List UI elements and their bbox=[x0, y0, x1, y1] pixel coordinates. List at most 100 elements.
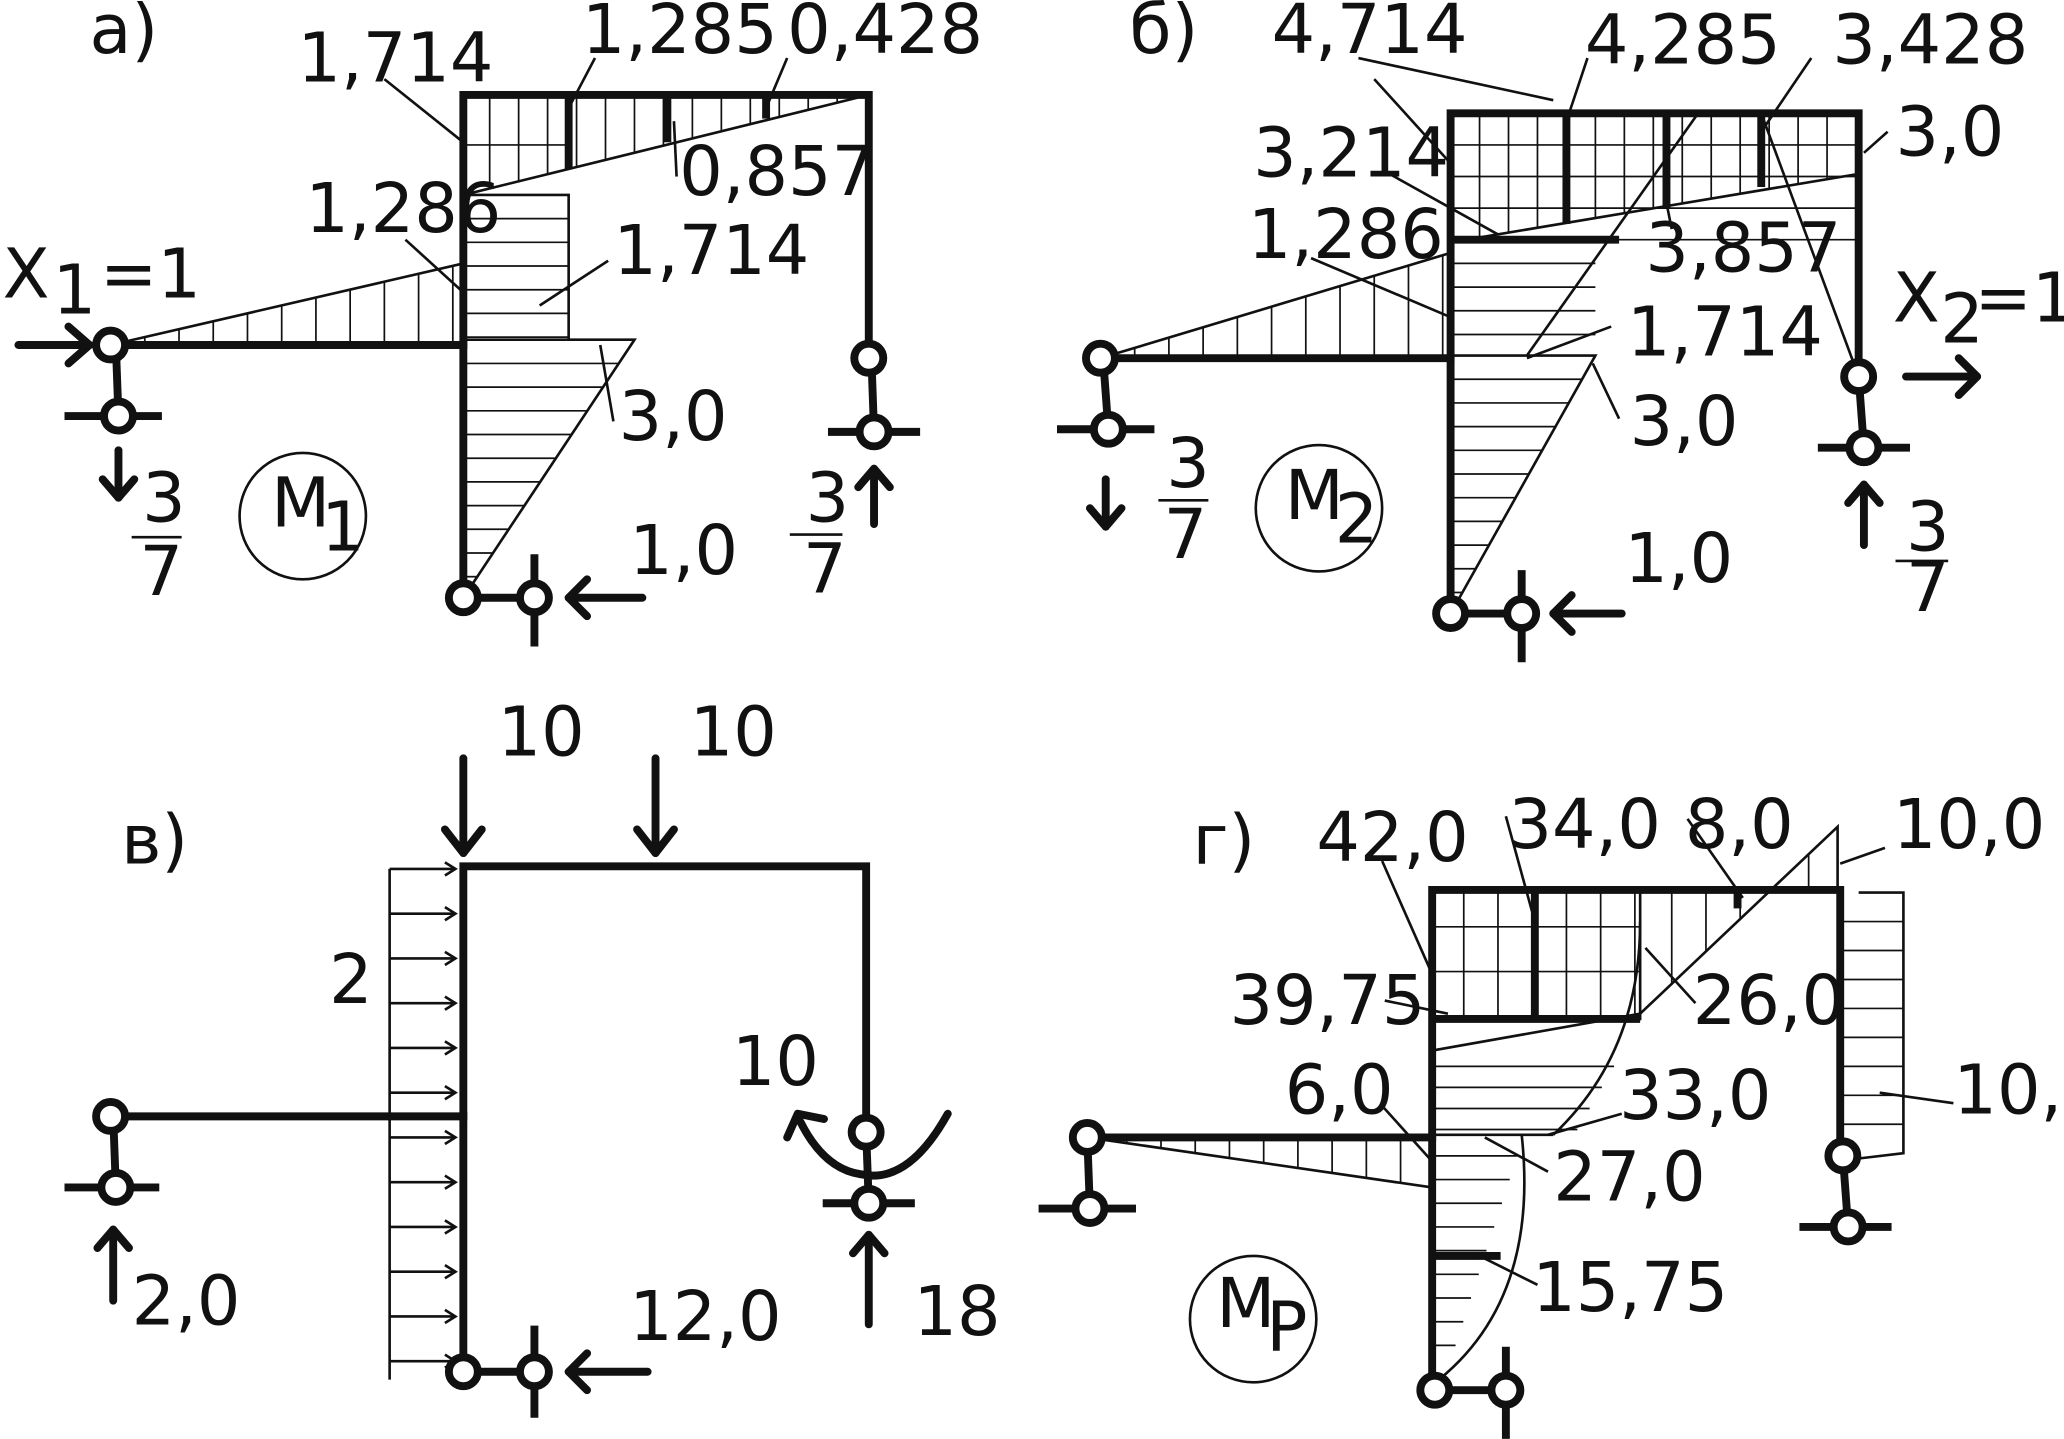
mp-right-column-diagram bbox=[1858, 891, 1905, 1160]
m2-unit-force-sub: 2 bbox=[1940, 279, 1984, 359]
m2-bottom-reaction-value: 1,0 bbox=[1624, 519, 1733, 599]
mp-beam-triangle bbox=[1639, 823, 1839, 1015]
mp-frame bbox=[1428, 886, 1845, 1395]
mp-value-100-top: 10,0 bbox=[1893, 785, 2045, 865]
m1-right-reaction-arrow bbox=[854, 464, 894, 528]
m1-left-reaction-arrow bbox=[98, 446, 139, 502]
m2-value-1286: 1,286 bbox=[1248, 195, 1444, 275]
m1-value-1286: 1,286 bbox=[305, 169, 501, 249]
distributed-load-value: 2 bbox=[329, 940, 373, 1020]
mp-badge-circle bbox=[1188, 1254, 1318, 1384]
mp-left-support bbox=[1038, 1119, 1136, 1227]
m1-hatching bbox=[143, 94, 839, 578]
m2-unit-force-eq: =1 bbox=[1974, 258, 2064, 338]
m2-right-reaction-arrow bbox=[1844, 480, 1884, 550]
distributed-load-arrowhead bbox=[444, 1040, 458, 1056]
m2-value-30-top: 3,0 bbox=[1896, 92, 2005, 172]
m2-value-4285: 4,285 bbox=[1585, 0, 1781, 80]
m1-unit-force-name: X bbox=[3, 235, 50, 315]
distributed-load-arrowhead bbox=[444, 1219, 458, 1235]
mp-value-1575: 15,75 bbox=[1532, 1248, 1728, 1328]
m1-unit-force-arrow bbox=[14, 322, 94, 368]
m1-value-1714-mid: 1,714 bbox=[613, 211, 809, 291]
m1-bottom-support bbox=[444, 554, 553, 647]
m2-value-3857: 3,857 bbox=[1645, 208, 1841, 288]
mp-value-420: 42,0 bbox=[1316, 798, 1468, 878]
m2-badge-name: M bbox=[1285, 456, 1344, 536]
m1-right-reaction-den: 7 bbox=[803, 529, 847, 609]
m2-left-reaction-den: 7 bbox=[1164, 495, 1208, 575]
m1-right-reaction-num: 3 bbox=[806, 458, 850, 538]
point-load-1-arrow bbox=[440, 754, 486, 858]
panel-c: в) 2 10 10 10 bbox=[64, 693, 1001, 1418]
m2-column-lower-diagram bbox=[1449, 354, 1598, 615]
load-right-reaction-arrow bbox=[849, 1230, 889, 1329]
m2-frame bbox=[1446, 109, 1863, 618]
m2-value-3428: 3,428 bbox=[1832, 0, 2028, 80]
distributed-load-arrowhead bbox=[444, 1174, 458, 1190]
point-load-2-value: 10 bbox=[690, 693, 777, 773]
load-bottom-reaction-arrow bbox=[564, 1349, 652, 1395]
distributed-load-arrowhead bbox=[444, 995, 458, 1011]
mp-badge-name: M bbox=[1216, 1264, 1275, 1344]
mp-value-330: 33,0 bbox=[1619, 1056, 1771, 1136]
m2-leaders bbox=[1310, 56, 1889, 420]
m1-bottom-reaction-arrow bbox=[564, 575, 647, 621]
panel-b: б) bbox=[1057, 0, 2064, 663]
m1-column-lower-diagram bbox=[462, 338, 637, 599]
mp-right-support bbox=[1799, 1137, 1892, 1246]
load-bottom-support bbox=[444, 1325, 553, 1418]
panel-a-tag: а) bbox=[90, 0, 159, 70]
m1-unit-force-eq: =1 bbox=[100, 235, 201, 315]
point-load-2-arrow bbox=[633, 754, 678, 858]
m1-left-reaction-den: 7 bbox=[140, 532, 184, 612]
m1-value-30: 3,0 bbox=[619, 377, 728, 457]
load-frame bbox=[459, 862, 871, 1376]
m1-value-0857: 0,857 bbox=[679, 132, 875, 212]
load-left-reaction-value: 2,0 bbox=[132, 1261, 241, 1341]
m1-badge-sub: 1 bbox=[321, 487, 365, 567]
distributed-load-arrowhead bbox=[444, 1084, 458, 1101]
m2-left-reaction-arrow bbox=[1085, 475, 1126, 531]
mp-column-curve-1 bbox=[1552, 921, 1642, 1136]
panel-d-tag: г) bbox=[1193, 801, 1256, 881]
m2-left-beam-diagram bbox=[1100, 251, 1451, 360]
m1-leaders bbox=[383, 57, 789, 422]
m2-value-3214: 3,214 bbox=[1253, 114, 1449, 194]
mp-left-beam-line bbox=[1087, 1136, 1433, 1189]
distributed-load bbox=[388, 861, 458, 1380]
distributed-load-arrowhead bbox=[444, 905, 458, 922]
distributed-load-arrowhead bbox=[444, 861, 458, 877]
m2-value-4714: 4,714 bbox=[1272, 0, 1468, 70]
m2-right-reaction-num: 3 bbox=[1906, 487, 1950, 567]
load-right-reaction-value: 18 bbox=[914, 1272, 1001, 1352]
m1-value-1285: 1,285 bbox=[582, 0, 778, 70]
distributed-load-arrowhead bbox=[444, 1264, 458, 1280]
m2-right-support bbox=[1817, 358, 1910, 467]
distributed-load-arrowhead bbox=[444, 950, 458, 967]
m2-left-support bbox=[1057, 339, 1155, 448]
panel-a: а) bbox=[3, 0, 983, 647]
m1-left-reaction-num: 3 bbox=[142, 458, 186, 538]
m1-value-1714-top: 1,714 bbox=[297, 19, 493, 99]
m2-badge-sub: 2 bbox=[1335, 479, 1379, 559]
mp-value-270: 27,0 bbox=[1553, 1138, 1705, 1218]
mp-value-340: 34,0 bbox=[1509, 785, 1661, 865]
panel-c-tag: в) bbox=[121, 801, 188, 881]
m2-value-30: 3,0 bbox=[1630, 382, 1739, 462]
load-left-reaction-arrow bbox=[93, 1225, 133, 1305]
m2-value-1714: 1,714 bbox=[1627, 293, 1823, 373]
mp-bottom-support bbox=[1416, 1346, 1525, 1439]
m1-left-support bbox=[64, 326, 162, 435]
m1-badge-name: M bbox=[271, 464, 330, 544]
m1-column-upper-diagram bbox=[463, 193, 570, 340]
load-right-support bbox=[822, 1113, 915, 1222]
m1-frame bbox=[459, 90, 873, 602]
m1-right-support bbox=[827, 339, 921, 451]
panel-b-tag: б) bbox=[1129, 0, 1198, 70]
m1-value-0428: 0,428 bbox=[787, 0, 983, 70]
m2-unit-force-arrow bbox=[1902, 354, 1982, 399]
distributed-load-arrowhead bbox=[444, 1308, 458, 1325]
mp-value-60: 6,0 bbox=[1285, 1051, 1394, 1131]
mp-value-100: 10,0 bbox=[1953, 1051, 2064, 1131]
